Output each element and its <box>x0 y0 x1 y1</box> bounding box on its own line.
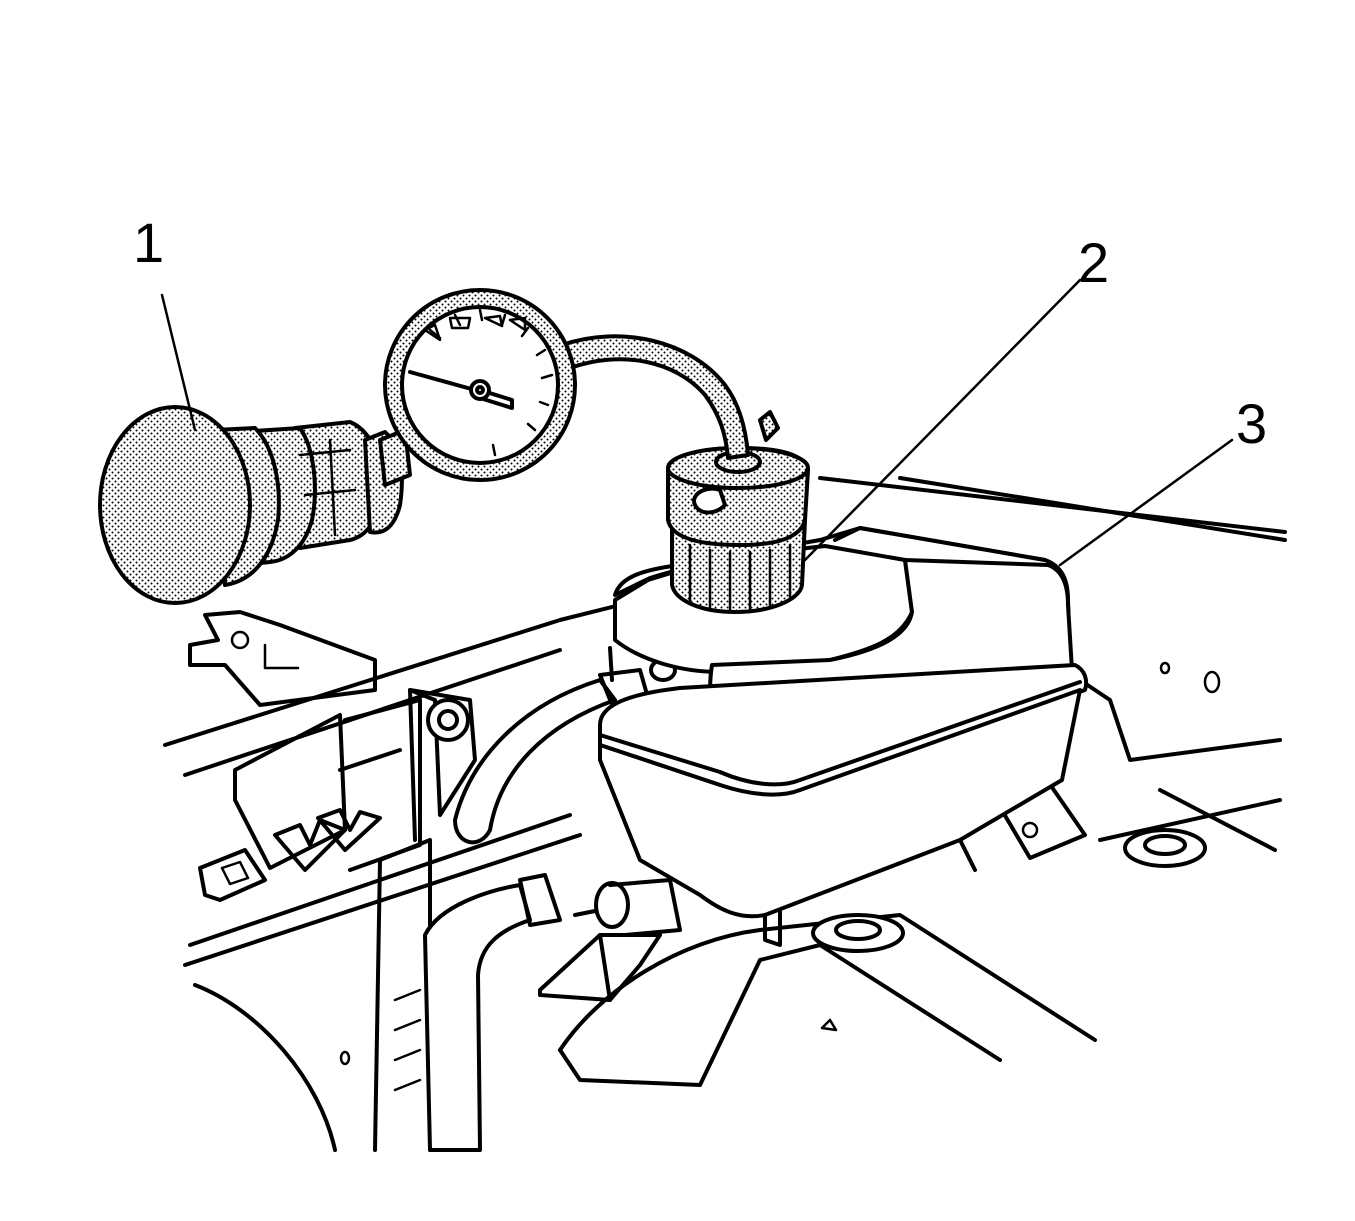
callout-3: 3 <box>1236 392 1267 455</box>
leader-line-1 <box>160 293 197 432</box>
coolant-reservoir <box>598 526 1089 947</box>
leader-line-3 <box>1058 438 1234 567</box>
pressure-tester <box>98 288 750 605</box>
callout-labels: 1 2 3 <box>133 211 1267 455</box>
leader-lines <box>160 278 1234 567</box>
callout-2: 2 <box>1078 231 1109 294</box>
leader-line-2 <box>803 278 1082 562</box>
callout-1: 1 <box>133 211 164 274</box>
tester-adapter-cap <box>666 410 810 614</box>
